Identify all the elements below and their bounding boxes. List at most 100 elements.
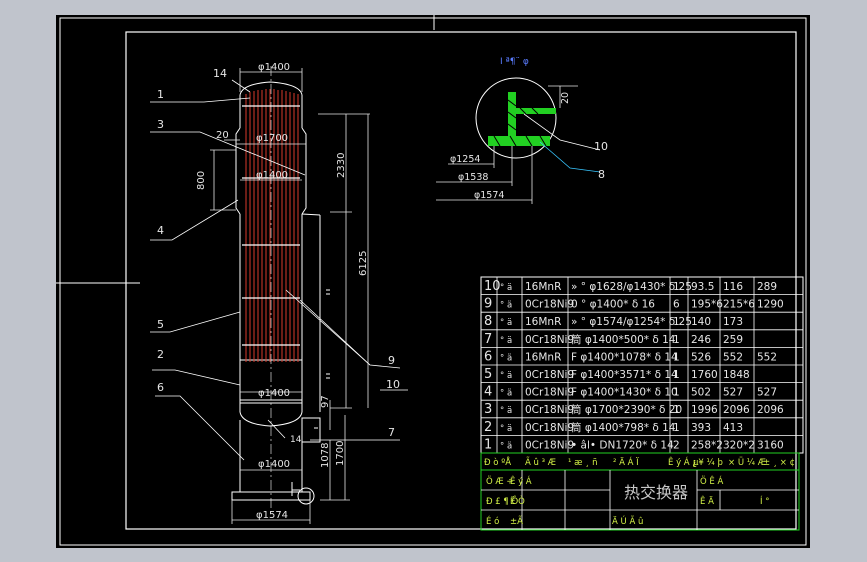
parts-cell: 筒 φ1700*2390* δ 20: [571, 403, 682, 416]
detail-dim-t: 20: [560, 92, 571, 104]
parts-cell: ° ä: [500, 353, 512, 363]
parts-cell: 0Cr18Ni9: [525, 369, 574, 381]
parts-cell: 0Cr18Ni9: [525, 387, 574, 399]
detail-label: I ª¶¨ φ: [500, 57, 529, 67]
parts-cell: 116: [723, 281, 743, 293]
parts-cell: 16MnR: [525, 281, 561, 293]
callout-14b: 14: [290, 435, 302, 445]
title-block-label: Ö Ê Á: [700, 475, 723, 487]
parts-cell: 3: [484, 402, 492, 417]
title-block-label: Ê ý Á: [510, 475, 532, 487]
callout-6: 6: [157, 381, 164, 394]
parts-cell: 2096: [757, 404, 784, 416]
title-block-label: Ê Ä: [700, 495, 714, 507]
parts-cell: 173: [723, 316, 743, 328]
parts-cell: ° ä: [500, 441, 512, 451]
parts-cell: ° ä: [500, 406, 512, 416]
parts-cell: 0Cr18Ni9: [525, 439, 574, 451]
parts-cell: F φ1400*3571* δ 14: [571, 369, 678, 381]
parts-cell: 1: [484, 437, 492, 452]
parts-cell: 4: [484, 385, 492, 400]
parts-cell: 5: [484, 367, 492, 382]
header-cell: Ã û ³ Æ: [525, 457, 556, 468]
callout-7: 7: [388, 426, 395, 439]
parts-cell: 2: [673, 439, 680, 451]
callout-14: 14: [213, 67, 227, 80]
parts-cell: ° ä: [500, 283, 512, 293]
parts-cell: 10: [484, 279, 501, 294]
detail-dim-d3: φ1574: [474, 190, 504, 201]
detail-flange: [488, 136, 550, 146]
parts-cell: 527: [757, 387, 777, 399]
parts-cell: 1: [673, 351, 680, 363]
dim-d-top: φ1400: [258, 62, 290, 73]
parts-cell: ° ä: [500, 318, 512, 328]
callout-2: 2: [157, 348, 164, 361]
parts-cell: F φ1400*1078* δ 14: [571, 351, 678, 363]
detail-dim-d2: φ1538: [458, 172, 488, 183]
parts-cell: 552: [757, 351, 777, 363]
parts-cell: 552: [723, 351, 743, 363]
dimension-text: φ1400 φ1700 φ1400 20 800 2330 6125 φ1400…: [196, 62, 369, 521]
callout-numbers: 14 1 3 4 5 2 6 9 10 7 14: [157, 67, 400, 445]
parts-cell: 0 ° φ1400* δ 16: [571, 299, 655, 311]
title-block-label: É ó: [486, 515, 499, 527]
bottom-head: [239, 411, 303, 427]
parts-cell: 0Cr18Ni9: [525, 422, 574, 434]
parts-cell: 3160: [757, 439, 784, 451]
dim-1700: 1700: [335, 441, 346, 466]
parts-cell: 258*2: [691, 439, 723, 451]
header-cell: Ê ý Á ¿: [668, 456, 697, 468]
parts-cell: 8: [484, 314, 492, 329]
title-block-label: ±Ã: [510, 516, 523, 527]
expansion-shell: [235, 127, 307, 215]
drawing-outer-frame: [59, 17, 807, 546]
parts-cell: 320*2: [723, 439, 755, 451]
parts-cell: 1: [673, 316, 680, 328]
parts-cell: 2: [484, 420, 492, 435]
dim-97: 97: [320, 395, 331, 408]
header-cell: Ð ò ºÅ: [484, 456, 511, 468]
parts-cell: 246: [691, 334, 711, 346]
dim-d-low: φ1400: [258, 459, 290, 470]
detail-dim-d1: φ1254: [450, 154, 480, 165]
parts-cell: 413: [723, 422, 743, 434]
parts-cell: 1: [673, 334, 680, 346]
manhole: [297, 487, 315, 505]
parts-cell: 1: [673, 422, 680, 434]
side-nozzle: [301, 417, 321, 443]
header-cell: µ¥ ¼ þ: [693, 458, 723, 468]
parts-cell: 1760: [691, 369, 718, 381]
parts-cell: 259: [723, 334, 743, 346]
parts-cell: 0Cr18Ni9: [525, 334, 574, 346]
detail-circle: [475, 77, 557, 159]
parts-cell: 289: [757, 281, 777, 293]
title-block-label: Ö Æ ÷: [486, 476, 514, 487]
parts-cell: 526: [691, 351, 711, 363]
parts-cell: ° ä: [500, 389, 512, 399]
parts-cell: F φ1400*1430* δ 10: [571, 387, 678, 399]
detail-callout-10: 10: [594, 140, 608, 153]
dim-d-base: φ1574: [256, 510, 288, 521]
parts-cell: ° ä: [500, 336, 512, 346]
callout-9: 9: [388, 354, 395, 367]
parts-cell: 215*6: [723, 299, 755, 311]
header-cell: ± ¸ × ¢: [763, 458, 795, 468]
title-block-label: Ë Ò: [510, 495, 525, 507]
parts-cell: ° ä: [500, 424, 512, 434]
title-block-label: Ð £ ¶ Ô: [486, 495, 519, 507]
parts-cell: 1: [673, 281, 680, 293]
parts-cell: 393: [691, 422, 711, 434]
parts-cell: ° ä: [500, 371, 512, 381]
parts-cell: 0Cr18Ni9: [525, 404, 574, 416]
header-cell: ² Ä Á Ï: [613, 456, 639, 468]
parts-cell: 502: [691, 387, 711, 399]
dim-20: 20: [216, 130, 229, 141]
parts-cell: 9: [484, 297, 492, 312]
dim-6125: 6125: [358, 251, 369, 276]
nozzle-marks: [314, 289, 330, 429]
parts-cell: 6: [484, 349, 492, 364]
dim-1078: 1078: [320, 443, 331, 468]
parts-cell: 筒 φ1400*500* δ 14: [571, 333, 676, 346]
